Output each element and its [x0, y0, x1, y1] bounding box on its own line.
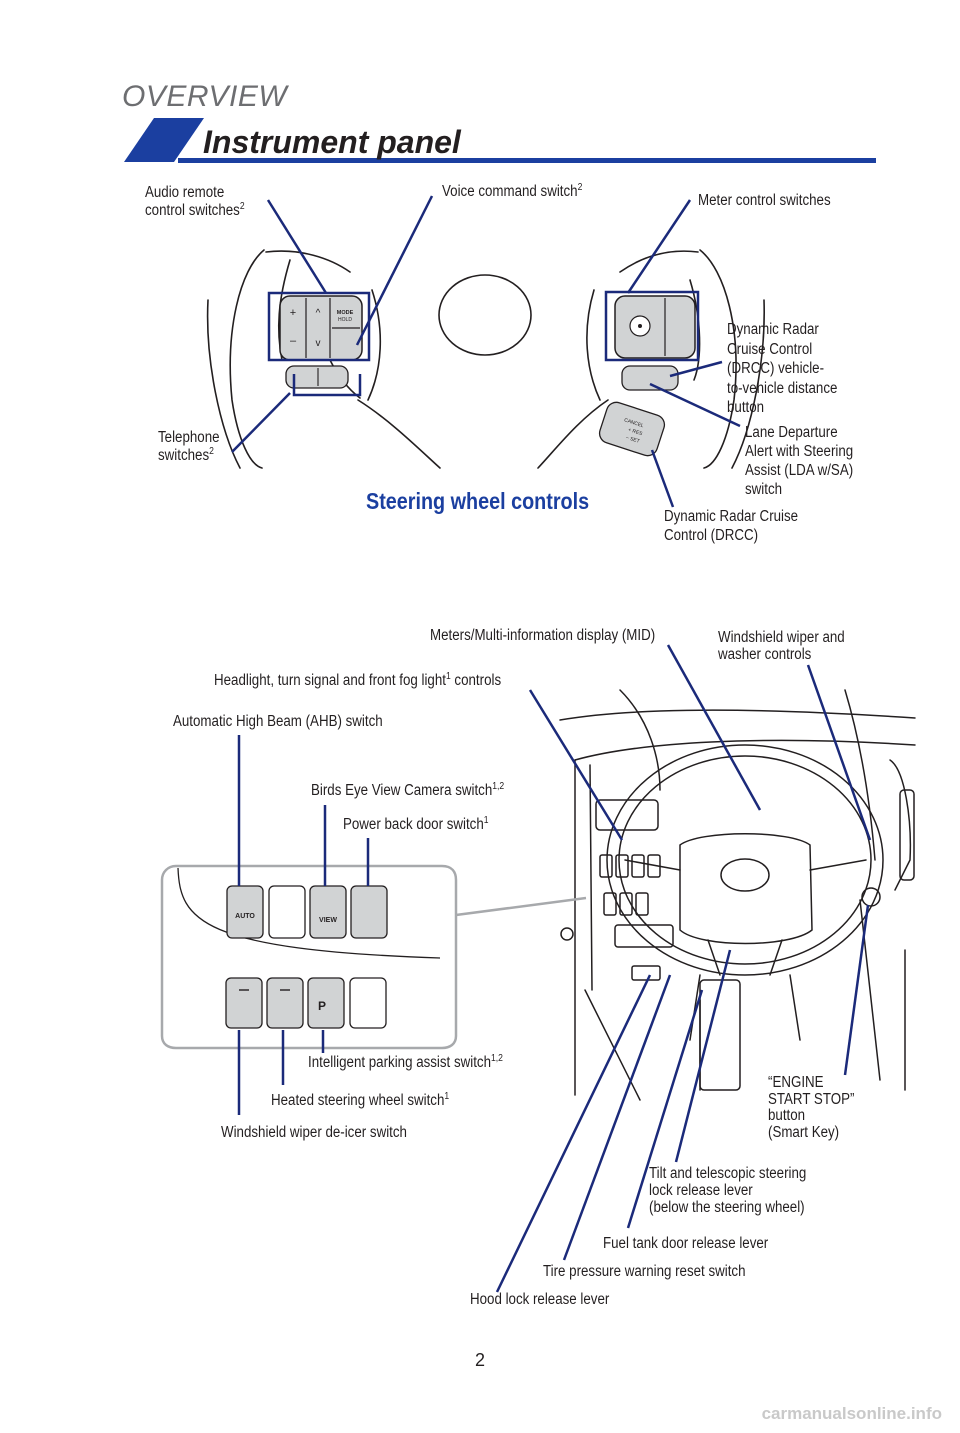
section-label: OVERVIEW	[122, 80, 288, 113]
label-fuel-door: Fuel tank door release lever	[603, 1235, 769, 1252]
label-tilt-telescopic: Tilt and telescopic steering lock releas…	[649, 1165, 807, 1216]
svg-text:VIEW: VIEW	[319, 917, 337, 924]
label-engine-start: “ENGINE START STOP” button (Smart Key)	[768, 1074, 855, 1141]
svg-text:P: P	[318, 999, 326, 1013]
note-birds-eye: 1,2	[492, 780, 505, 792]
svg-text:v: v	[316, 338, 321, 349]
svg-text:+ RES: + RES	[627, 427, 643, 437]
label-drcc: Dynamic Radar Cruise Control (DRCC)	[664, 508, 799, 544]
lower-switch-panel: AUTO VIEW P	[160, 864, 587, 1050]
note-power-back-door: 1	[483, 814, 489, 826]
steering-subtitle: Steering wheel controls	[366, 488, 590, 514]
label-meters-mid: Meters/Multi-information display (MID)	[430, 627, 656, 644]
svg-text:+: +	[290, 307, 296, 319]
svg-text:–: –	[290, 335, 297, 347]
label-telephone: Telephone switches2	[158, 429, 220, 465]
heated-wheel-switch	[266, 977, 304, 1029]
dash-callout-lines	[237, 644, 872, 1293]
label-headlight-text: Headlight, turn signal and front fog lig…	[214, 672, 446, 689]
telephone-highlight-box	[292, 374, 362, 397]
note-headlight: 1	[445, 670, 451, 682]
note-audio-remote: 2	[239, 200, 245, 212]
label-birds-eye: Birds Eye View Camera switch1,2	[311, 780, 505, 800]
svg-text:MODE: MODE	[337, 310, 354, 316]
wiper-deicer-switch	[225, 977, 263, 1029]
label-wiper-washer: Windshield wiper and washer controls	[718, 629, 845, 663]
power-back-door-switch	[350, 885, 388, 939]
label-parking-assist-text: Intelligent parking assist switch	[308, 1054, 492, 1071]
blank-switch-2	[349, 977, 387, 1029]
svg-text:HOLD: HOLD	[338, 317, 352, 323]
label-heated-wheel: Heated steering wheel switch1	[271, 1090, 450, 1110]
ahb-switch	[226, 885, 264, 939]
label-birds-eye-text: Birds Eye View Camera switch	[311, 782, 493, 799]
audio-highlight-box	[267, 291, 371, 362]
dashboard-drawing	[559, 689, 916, 1101]
label-power-back-door-text: Power back door switch	[343, 816, 484, 833]
label-audio-remote-text: Audio remote control switches	[145, 184, 240, 219]
label-audio-remote: Audio remote control switches2	[145, 184, 245, 220]
svg-text:AUTO: AUTO	[235, 913, 255, 920]
wheel-rim-left-outer	[229, 249, 265, 469]
label-drcc-distance: Dynamic Radar Cruise Control (DRCC) vehi…	[727, 321, 838, 416]
page-title: Instrument panel	[203, 124, 461, 160]
airbag-ellipse	[438, 274, 532, 356]
steering-callout-lines	[231, 195, 741, 508]
blank-switch-1	[268, 885, 306, 939]
label-meter-control-text: Meter control switches	[698, 192, 831, 209]
label-voice-command: Voice command switch2	[442, 181, 583, 201]
label-hood-lock: Hood lock release lever	[470, 1291, 610, 1308]
note-heated-wheel: 1	[444, 1090, 450, 1102]
note-parking-assist: 1,2	[491, 1052, 503, 1064]
watermark: carmanualsonline.info	[761, 1404, 942, 1423]
meter-switch-cluster: CANCEL + RES – SET	[598, 295, 696, 457]
title-bar	[124, 118, 876, 163]
label-headlight: Headlight, turn signal and front fog lig…	[214, 670, 502, 690]
audio-switch-cluster: + – ^ v MODE HOLD	[279, 295, 363, 389]
label-headlight-suffix: controls	[450, 672, 502, 689]
meter-highlight-box	[604, 290, 700, 362]
label-tire-pressure: Tire pressure warning reset switch	[543, 1263, 746, 1280]
label-telephone-text: Telephone switches	[158, 429, 220, 464]
label-power-back-door: Power back door switch1	[343, 814, 489, 834]
label-meter-control: Meter control switches	[698, 192, 831, 210]
note-voice-command: 2	[577, 181, 583, 193]
label-lda: Lane Departure Alert with Steering Assis…	[745, 424, 854, 498]
svg-text:^: ^	[316, 308, 321, 319]
label-parking-assist: Intelligent parking assist switch1,2	[308, 1052, 503, 1072]
note-telephone: 2	[209, 445, 214, 457]
label-heated-wheel-text: Heated steering wheel switch	[271, 1092, 445, 1109]
view-switch	[309, 885, 347, 939]
label-wiper-deicer: Windshield wiper de-icer switch	[221, 1124, 407, 1141]
label-voice-command-text: Voice command switch	[442, 183, 578, 200]
parking-assist-switch	[307, 977, 345, 1029]
svg-text:– SET: – SET	[625, 435, 640, 445]
page-number: 2	[474, 1350, 485, 1370]
label-ahb: Automatic High Beam (AHB) switch	[173, 713, 383, 730]
